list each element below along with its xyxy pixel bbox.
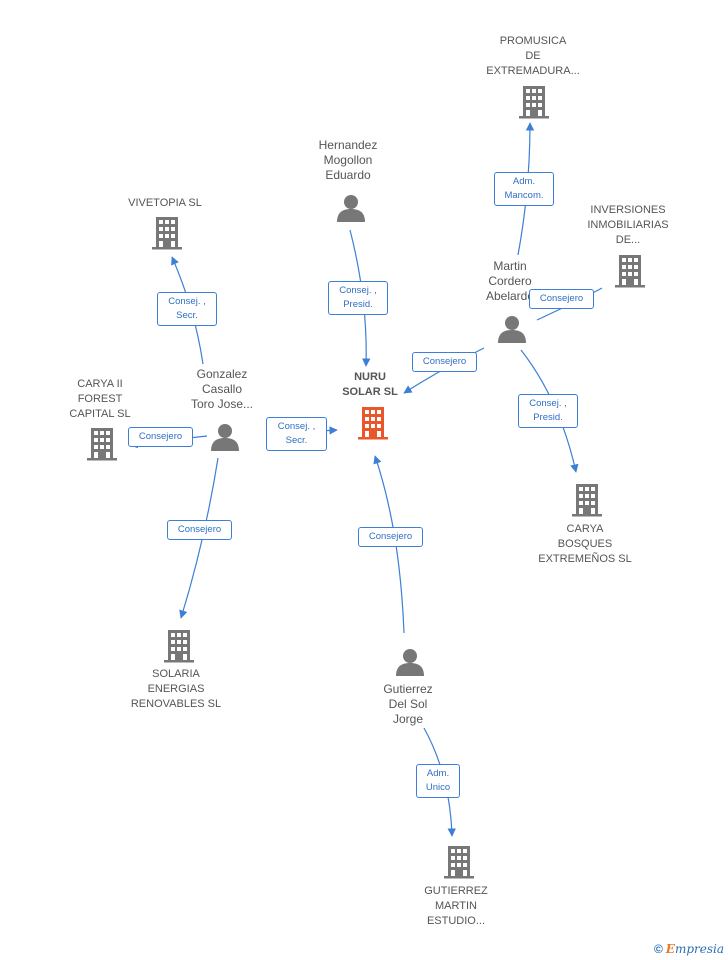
- company-label-carya2[interactable]: CARYA II FOREST CAPITAL SL: [69, 378, 131, 420]
- copyright-icon: ©: [653, 942, 663, 956]
- person-label-hernandez[interactable]: Hernandez Mogollon Eduardo: [318, 138, 378, 182]
- person-icon-martin[interactable]: [498, 316, 526, 343]
- role-badge-martin-inversiones: Consejero: [529, 289, 594, 309]
- brand-initial: E: [665, 942, 675, 956]
- person-label-gonzalez[interactable]: Gonzalez Casallo Toro Jose...: [190, 367, 254, 411]
- building-icon-promusica[interactable]: [519, 86, 549, 119]
- role-badge-gutierrez-estudio: Adm. Unico: [416, 764, 460, 798]
- role-badge-gonzalez-solaria: Consejero: [167, 520, 232, 540]
- role-badge-gonzalez-nuru: Consej. , Secr.: [266, 417, 327, 451]
- building-icon-nuru-center[interactable]: [358, 407, 388, 440]
- building-icon-carya-bosques[interactable]: [572, 484, 602, 517]
- brand-footer[interactable]: ©Empresia: [654, 942, 724, 956]
- role-badge-hernandez-nuru: Consej. , Presid.: [328, 281, 388, 315]
- brand-name: mpresia: [674, 942, 724, 956]
- company-label-carya-bosques[interactable]: CARYA BOSQUES EXTREMEÑOS SL: [538, 523, 632, 565]
- company-label-vivetopia[interactable]: VIVETOPIA SL: [128, 197, 202, 209]
- company-label-solaria[interactable]: SOLARIA ENERGIAS RENOVABLES SL: [130, 668, 222, 710]
- person-icon-gutierrez[interactable]: [396, 649, 424, 676]
- person-label-martin[interactable]: Martin Cordero Abelardo: [485, 259, 535, 303]
- person-label-gutierrez[interactable]: Gutierrez Del Sol Jorge: [383, 682, 433, 726]
- center-company-label[interactable]: NURU SOLAR SL: [342, 371, 398, 398]
- role-badge-martin-nuru: Consejero: [412, 352, 477, 372]
- role-badge-martin-carya-bosques: Consej. , Presid.: [518, 394, 578, 428]
- building-icon-gutierrez-estudio[interactable]: [444, 846, 474, 879]
- role-badge-gonzalez-vivetopia: Consej. , Secr.: [157, 292, 217, 326]
- role-badge-gonzalez-carya2: Consejero: [128, 427, 193, 447]
- building-icon-solaria[interactable]: [164, 630, 194, 663]
- building-icon-carya2[interactable]: [87, 428, 117, 461]
- company-label-promusica[interactable]: PROMUSICA DE EXTREMADURA...: [486, 35, 580, 77]
- building-icon-vivetopia[interactable]: [152, 217, 182, 250]
- role-badge-martin-promusica: Adm. Mancom.: [494, 172, 554, 206]
- building-icon-inversiones[interactable]: [615, 255, 645, 288]
- role-badge-gutierrez-nuru: Consejero: [358, 527, 423, 547]
- company-label-gutierrez-estudio[interactable]: GUTIERREZ MARTIN ESTUDIO...: [424, 885, 488, 927]
- person-icon-hernandez[interactable]: [337, 195, 365, 222]
- person-icon-gonzalez[interactable]: [211, 424, 239, 451]
- company-label-inversiones[interactable]: INVERSIONES INMOBILIARIAS DE...: [587, 204, 669, 246]
